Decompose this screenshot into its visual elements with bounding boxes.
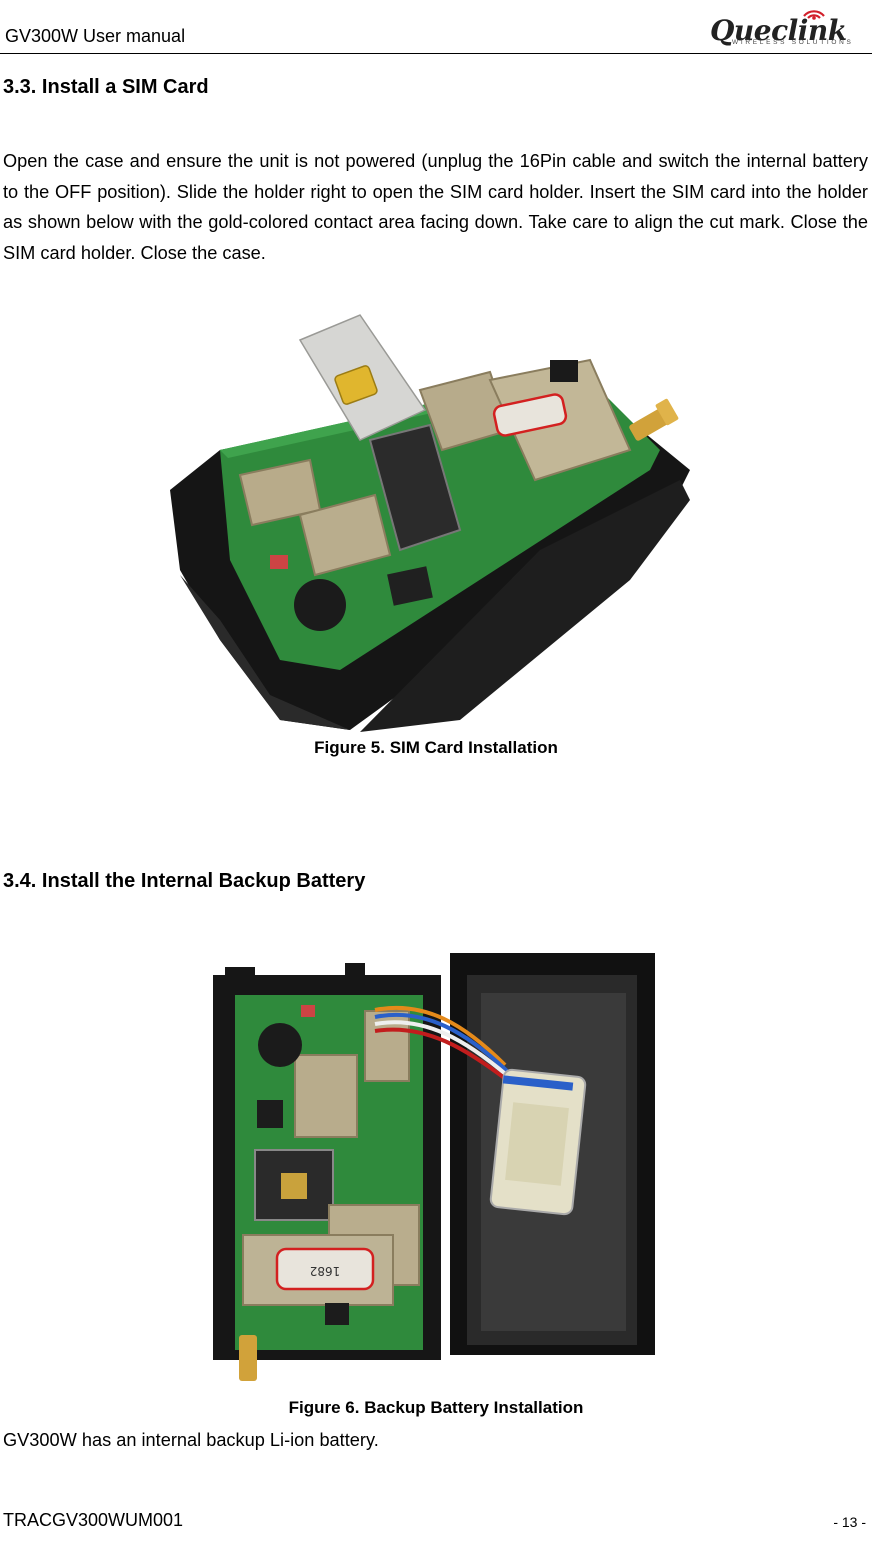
document-title: GV300W User manual — [5, 26, 186, 46]
sim-card-installation-photo — [170, 314, 690, 732]
figure-6-caption: Figure 6. Backup Battery Installation — [288, 1398, 584, 1417]
figure-5-caption: Figure 5. SIM Card Installation — [314, 738, 558, 757]
li-ion-battery — [489, 1068, 587, 1216]
queclink-logo: Queclink WIRELESS SOLUTIONS — [710, 6, 858, 48]
logo-wordmark: Queclink — [710, 14, 847, 47]
backup-battery-installation-photo: 1682 — [213, 953, 655, 1381]
logo-tagline: WIRELESS SOLUTIONS — [732, 39, 854, 46]
section-heading-sim: 3.3. Install a SIM Card — [3, 76, 209, 98]
section-paragraph-sim: Open the case and ensure the unit is not… — [3, 151, 868, 263]
section-heading-battery: 3.4. Install the Internal Backup Battery — [3, 870, 366, 892]
signal-icon — [803, 10, 825, 20]
board-label: 1682 — [310, 1264, 341, 1278]
footer-document-id: TRACGV300WUM001 — [3, 1510, 184, 1530]
footer-page-number: - 13 - — [833, 1514, 866, 1530]
page-header: GV300W User manual Queclink WIRELESS SOL… — [0, 0, 872, 54]
battery-description: GV300W has an internal backup Li-ion bat… — [3, 1430, 379, 1450]
antenna-connector — [629, 398, 679, 441]
